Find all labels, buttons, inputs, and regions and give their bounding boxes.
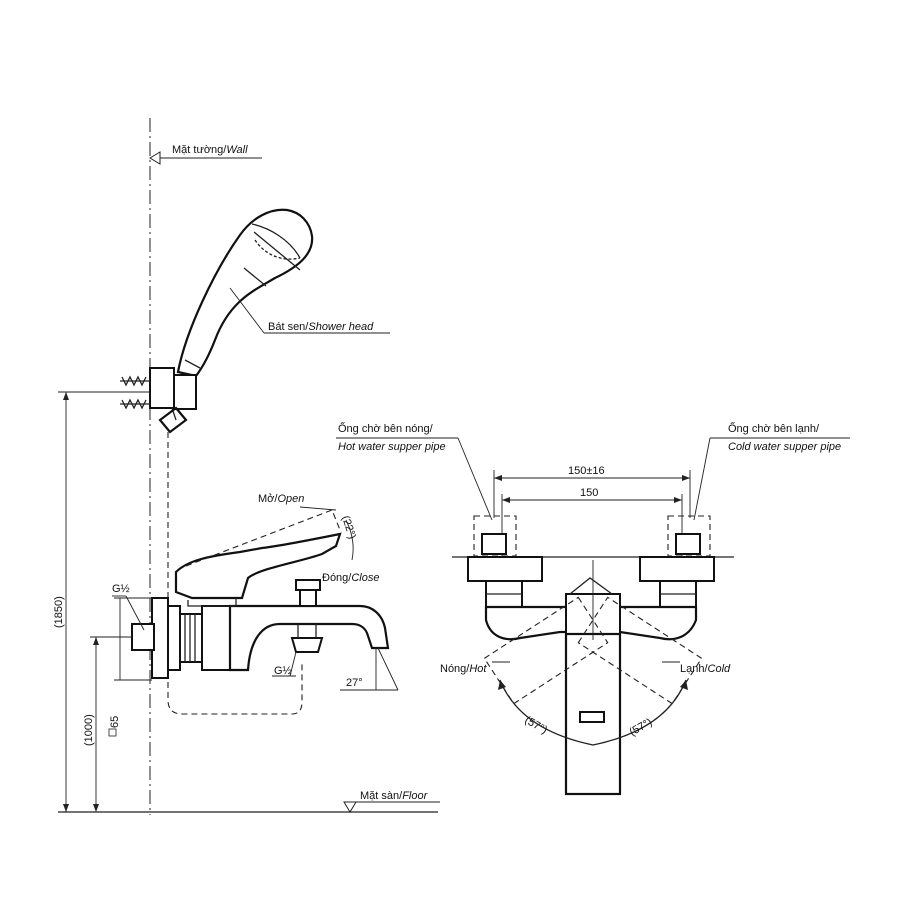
cold-pipe-label-vi: Ống chờ bên lạnh/ xyxy=(728,421,820,435)
cold-pipe-label-en: Cold water supper pipe xyxy=(728,441,841,453)
hot-pipe-label-vi: Ống chờ bên nóng/ xyxy=(338,421,434,435)
dim-1000-label: (1000) xyxy=(83,714,95,746)
wall-bracket xyxy=(120,367,197,434)
close-label: Đóng/Close xyxy=(322,572,379,584)
shower-head xyxy=(176,208,314,378)
square-symbol xyxy=(108,728,117,737)
shower-head-label: Bát sen/Shower head xyxy=(268,321,374,333)
screw-bottom xyxy=(120,398,150,410)
cold-angle-label: (57°) xyxy=(628,716,655,738)
front-view: Ống chờ bên nóng/ Hot water supper pipe … xyxy=(336,421,850,796)
cold-label: Lạnh/Cold xyxy=(680,663,731,675)
hot-angle-label: (57°) xyxy=(523,714,550,736)
mixer-body xyxy=(131,532,390,679)
g-half-left-label: G½ xyxy=(112,583,130,595)
wall-marker xyxy=(149,151,161,165)
hot-label: Nóng/Hot xyxy=(440,663,487,675)
floor-marker xyxy=(343,801,357,813)
dim-65-label: 65 xyxy=(109,716,121,728)
lever-open-position xyxy=(185,509,341,567)
open-label: Mở/Open xyxy=(258,493,304,505)
hot-pipe-label-en: Hot water supper pipe xyxy=(338,441,446,453)
side-view: Mặt tường/Wall Bát sen/Shower head xyxy=(53,118,440,815)
shower-hose xyxy=(167,432,303,715)
open-angle-label: (22°) xyxy=(339,514,358,541)
spout-angle-label: 27° xyxy=(346,677,363,689)
dim-150-label: 150 xyxy=(580,487,598,499)
g-half-spout-label: G½ xyxy=(274,665,292,677)
cold-flange xyxy=(639,556,715,582)
floor-label: Mặt sàn/Floor xyxy=(360,790,429,802)
rotation-arc xyxy=(499,679,687,746)
dim-1850-label: (1850) xyxy=(53,596,65,628)
hot-flange xyxy=(467,556,543,582)
dim-150-16-label: 150±16 xyxy=(568,465,605,477)
wall-label: Mặt tường/Wall xyxy=(172,144,248,156)
screw-top xyxy=(120,375,150,387)
